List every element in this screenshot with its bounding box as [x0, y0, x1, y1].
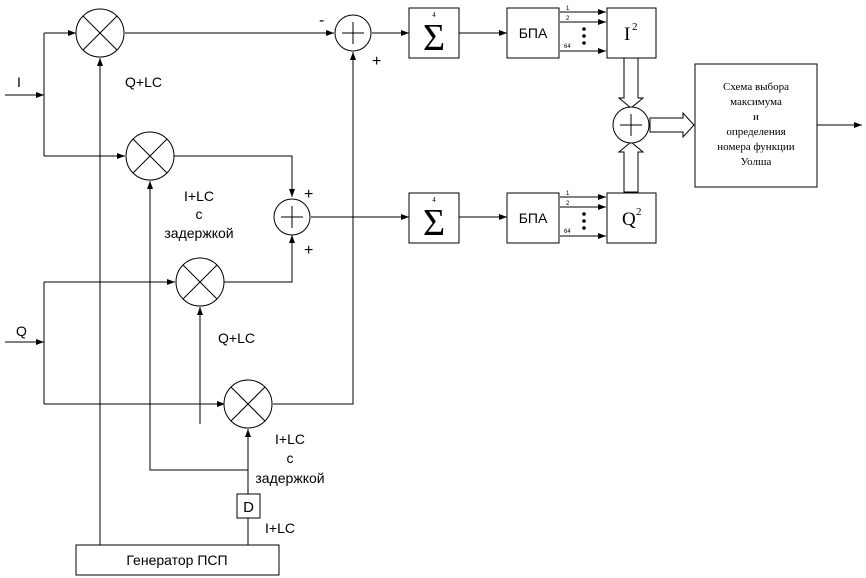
mult1-reference-label: Q+LC: [125, 74, 162, 90]
selector-line-4: определения: [726, 126, 785, 138]
bpa-2-ellipsis-dots: [582, 212, 586, 230]
walsh-selector-box: [694, 63, 818, 188]
multiplier-3: [175, 257, 225, 307]
bpa-2-line-1-label: 1: [566, 191, 570, 197]
multiplier-4: [223, 379, 273, 429]
i-square-base: I: [624, 24, 630, 45]
adder-final: [612, 106, 650, 144]
i2-to-final-sum-arrow: [617, 57, 645, 109]
i-square-block: I 2: [606, 7, 657, 59]
bpa-block-1: БПА 1 2 64: [506, 6, 586, 59]
delay-block: D: [236, 493, 261, 519]
delay-to-mult2-wire: [147, 181, 248, 471]
i-square-exponent: 2: [632, 21, 638, 33]
mult4-to-sum1-wire: [273, 52, 356, 405]
accumulator-2-index: 4: [432, 196, 436, 204]
delay-output-label: I+LC: [265, 520, 295, 536]
q-square-base: Q: [622, 209, 636, 230]
adder2-plus-top-sign: +: [304, 186, 313, 203]
mult3-reference-label: Q+LC: [218, 330, 255, 346]
adder-1: [334, 14, 372, 52]
mult4-reference-line-3: задержкой: [255, 470, 324, 486]
bpa-1-ellipsis-dots: [582, 27, 586, 45]
walsh-selector-block: Схема выбора максимума и определения ном…: [694, 63, 818, 188]
mult2-to-sum2-wire: [174, 155, 295, 197]
accumulator-1-box: [408, 7, 460, 59]
prs-generator-block: Генератор ПСП: [75, 544, 280, 576]
mult4-reference-line-2: с: [287, 450, 294, 466]
q-square-block: Q 2: [606, 192, 657, 244]
bpa-1-line-1-label: 1: [566, 6, 570, 12]
i-square-box: [606, 7, 657, 59]
mult4-reference-line-1: I+LC: [275, 431, 305, 447]
accumulator-1-symbol: Σ: [423, 17, 445, 59]
bpa-block-2: БПА 1 2 64: [506, 191, 586, 244]
bpa-2-label: БПА: [519, 210, 548, 226]
prs-generator-label: Генератор ПСП: [126, 552, 227, 568]
q-square-exponent: 2: [636, 206, 642, 218]
adder2-plus-bottom-sign: +: [304, 242, 313, 259]
bpa-2-box: [506, 192, 560, 244]
selector-line-1: Схема выбора: [723, 81, 789, 93]
bpa-1-label: БПА: [519, 25, 548, 41]
q-input-label: Q: [16, 323, 27, 339]
delay-box: [236, 493, 261, 519]
selector-line-2: максимума: [730, 96, 782, 108]
bpa-1-line-2-label: 2: [566, 16, 570, 22]
selector-line-5: номера функции: [717, 141, 795, 153]
final-sum-to-selector-arrow: [649, 111, 695, 139]
i-input-label: I: [17, 74, 21, 90]
adder1-minus-sign: -: [319, 12, 324, 29]
accumulator-1-index: 4: [432, 11, 436, 19]
selector-line-3: и: [753, 111, 759, 123]
mult2-reference-line-1: I+LC: [184, 188, 214, 204]
mult3-to-sum2-wire: [224, 235, 295, 283]
accumulator-2-box: [408, 192, 460, 244]
signal-labels: I Q Q+LC I+LC с задержкой Q+LC I+LC с за…: [16, 12, 381, 536]
bpa-1-box: [506, 7, 560, 59]
multiplier-2: [125, 131, 175, 181]
q-square-box: [606, 192, 657, 244]
bus-arrows: [617, 57, 695, 193]
multiplier-1: [75, 8, 125, 58]
bpa-2-line-64-label: 64: [564, 229, 571, 235]
delay-label: D: [243, 499, 254, 516]
bpa-1-line-64-label: 64: [564, 44, 571, 50]
selector-line-6: Уолша: [741, 156, 772, 168]
prs-generator-box: [75, 544, 280, 576]
accumulator-2: Σ 4: [408, 192, 460, 244]
q2-to-final-sum-arrow: [617, 141, 645, 193]
mult2-reference-line-3: задержкой: [164, 225, 233, 241]
adder-2: [273, 198, 311, 236]
mult2-reference-line-2: с: [196, 206, 203, 222]
bpa-2-line-2-label: 2: [566, 201, 570, 207]
accumulator-1: Σ 4: [408, 7, 460, 59]
adder1-plus-sign: +: [372, 53, 381, 70]
accumulator-2-symbol: Σ: [423, 202, 445, 244]
signal-wires: [5, 9, 862, 545]
